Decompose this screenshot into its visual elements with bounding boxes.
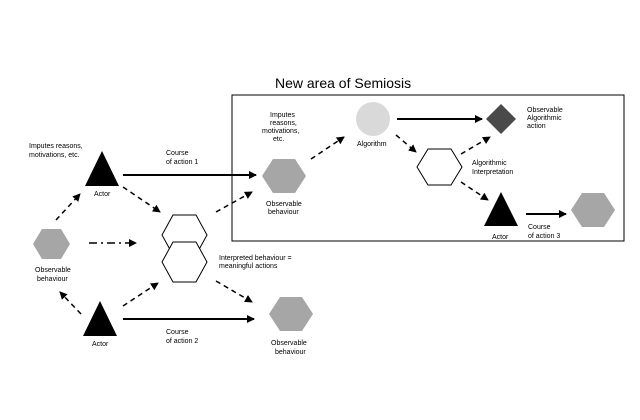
observable-behaviour-hexagon-left [33,229,70,259]
label-actor-bottom: Actor [92,341,109,348]
label-course-3: Course of action 3 [528,224,560,240]
label-algorithm: Algorithm [357,141,387,148]
dashed-arrow-actor-top-to-interpretation [122,186,161,213]
dashed-arrow-interpretation-to-obs-bottom [215,280,253,303]
dashed-arrow-obs-mid-to-algorithm [310,136,345,160]
label-observable-mid: Observable behaviour [266,201,304,216]
label-algorithmic-interpretation: Algorithmic Interpretation [472,160,513,176]
dashed-arrow-actor-bottom-to-obs [59,291,82,315]
algorithmic-interpretation-hexagon [416,148,463,186]
observable-behaviour-hexagon-mid [262,159,306,193]
label-actor-top: Actor [94,191,111,198]
algorithm-circle [356,102,390,136]
dashed-arrow-interpretation-to-actor-bottom [122,282,159,307]
interpretation-hexagon-lower [161,241,208,283]
label-observable-bottom: Observable behaviour [271,340,309,356]
label-imputes-right: Imputes reasons, motivations, etc. [262,112,301,143]
label-observable-left: Observable behaviour [35,267,73,283]
label-course-1: Course of action 1 [166,150,198,166]
dashed-arrow-interpretation-to-obs-mid [215,191,253,213]
observable-behaviour-hexagon-bottom [269,297,313,331]
actor-triangle-top [85,151,119,186]
semiosis-area-box [231,94,625,242]
label-course-2: Course of action 2 [166,329,198,345]
label-actor-right: Actor [492,234,509,241]
dashed-arrow-obs-to-actor-top [55,193,81,221]
label-observable-algorithmic-action: Observable Algorithmic action [527,107,565,130]
actor-triangle-right [484,192,518,226]
label-interpreted-behaviour: Interpreted behaviour = meaningful actio… [219,255,294,270]
label-imputes-left: Imputes reasons, motivations, etc. [29,143,85,159]
observable-algorithmic-action-diamond [486,104,516,134]
dashed-arrow-algorithm-to-interpretation [395,134,417,153]
actor-triangle-bottom [83,301,117,336]
dashed-arrow-interpretation-to-actor-right [460,181,489,201]
diagram-title: New area of Semiosis [275,75,411,91]
observable-behaviour-hexagon-right [571,193,615,227]
dashed-arrow-interpretation-to-action [460,136,491,155]
